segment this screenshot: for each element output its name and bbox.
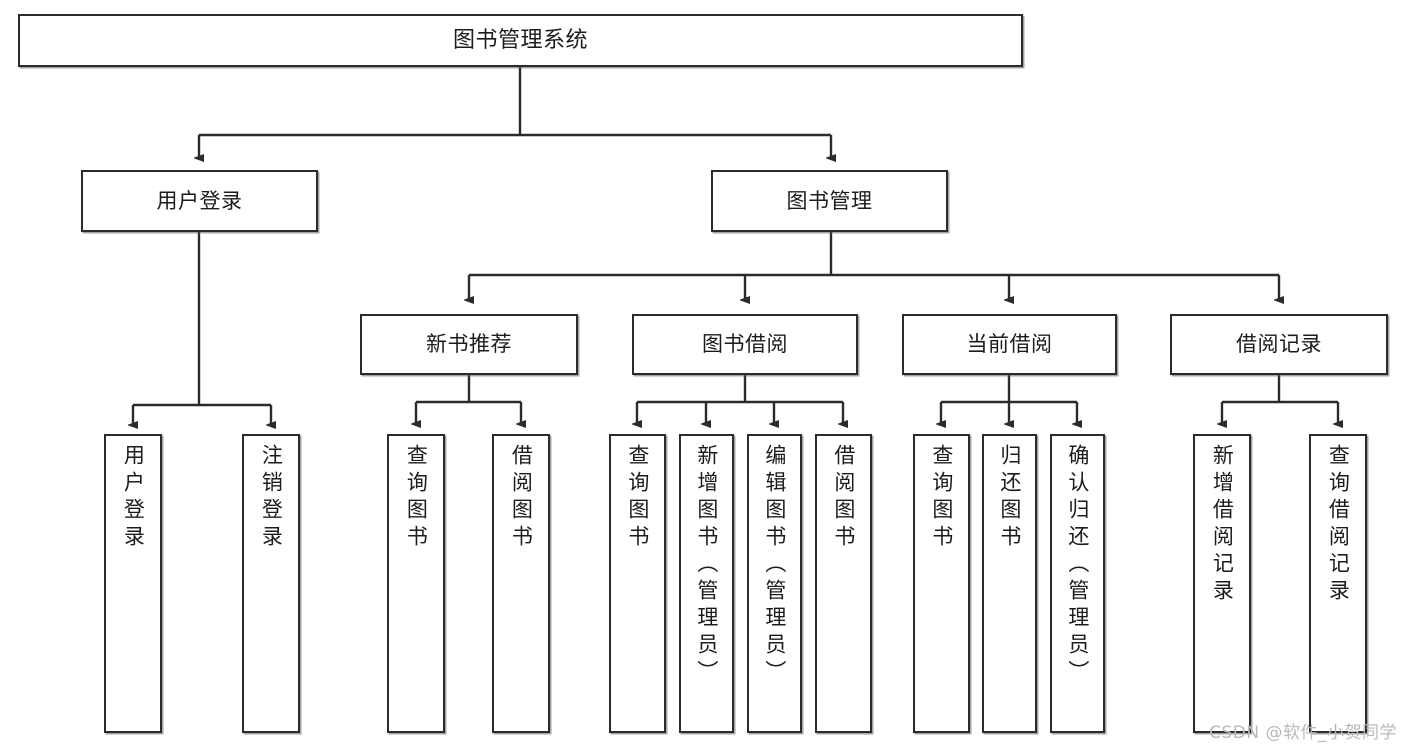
node-root-system[interactable]: 图书管理系统 (18, 14, 1023, 67)
node-user-login[interactable]: 用户登录 (81, 170, 318, 232)
node-label: 图书管理系统 (452, 27, 588, 53)
node-label: 图书管理 (786, 188, 873, 213)
node-label: 新书推荐 (426, 332, 512, 357)
leaf-return-book[interactable]: 归还图书 (982, 434, 1037, 733)
node-label: 新增借阅记录 (1210, 444, 1235, 606)
node-label: 借阅记录 (1236, 332, 1322, 357)
node-label: 用户登录 (121, 444, 146, 552)
leaf-logout[interactable]: 注销登录 (242, 434, 300, 733)
leaf-borrow-book[interactable]: 借阅图书 (815, 434, 872, 733)
watermark-text: CSDN @软件_小贺同学 (1209, 723, 1397, 743)
leaf-user-login[interactable]: 用户登录 (104, 434, 162, 733)
leaf-edit-book-admin[interactable]: 编辑图书（管理员） (747, 434, 802, 733)
node-label: 注销登录 (259, 444, 284, 552)
node-new-book-recommend[interactable]: 新书推荐 (360, 314, 578, 375)
node-label: 确认归还（管理员） (1065, 444, 1090, 687)
node-book-management[interactable]: 图书管理 (711, 170, 948, 232)
node-label: 借阅图书 (509, 444, 534, 552)
leaf-add-book-admin[interactable]: 新增图书（管理员） (679, 434, 734, 733)
node-label: 用户登录 (156, 188, 243, 213)
leaf-query-book-current[interactable]: 查询图书 (913, 434, 970, 733)
leaf-query-book-recommend[interactable]: 查询图书 (387, 434, 445, 733)
node-label: 新增图书（管理员） (694, 444, 719, 687)
node-label: 查询图书 (929, 444, 954, 552)
node-label: 图书借阅 (702, 332, 788, 357)
node-label: 查询图书 (404, 444, 429, 552)
node-label: 归还图书 (997, 444, 1022, 552)
node-label: 查询图书 (625, 444, 650, 552)
node-label: 借阅图书 (831, 444, 856, 552)
leaf-add-borrow-record[interactable]: 新增借阅记录 (1193, 434, 1251, 733)
node-label: 当前借阅 (966, 332, 1053, 357)
node-current-borrow[interactable]: 当前借阅 (902, 314, 1117, 375)
leaf-query-borrow-record[interactable]: 查询借阅记录 (1309, 434, 1367, 733)
node-borrow-records[interactable]: 借阅记录 (1170, 314, 1388, 375)
node-label: 编辑图书（管理员） (762, 444, 787, 687)
node-book-borrow[interactable]: 图书借阅 (632, 314, 858, 375)
node-label: 查询借阅记录 (1326, 444, 1351, 606)
leaf-borrow-book-recommend[interactable]: 借阅图书 (492, 434, 550, 733)
leaf-confirm-return-admin[interactable]: 确认归还（管理员） (1050, 434, 1105, 733)
leaf-query-book-borrow[interactable]: 查询图书 (609, 434, 666, 733)
